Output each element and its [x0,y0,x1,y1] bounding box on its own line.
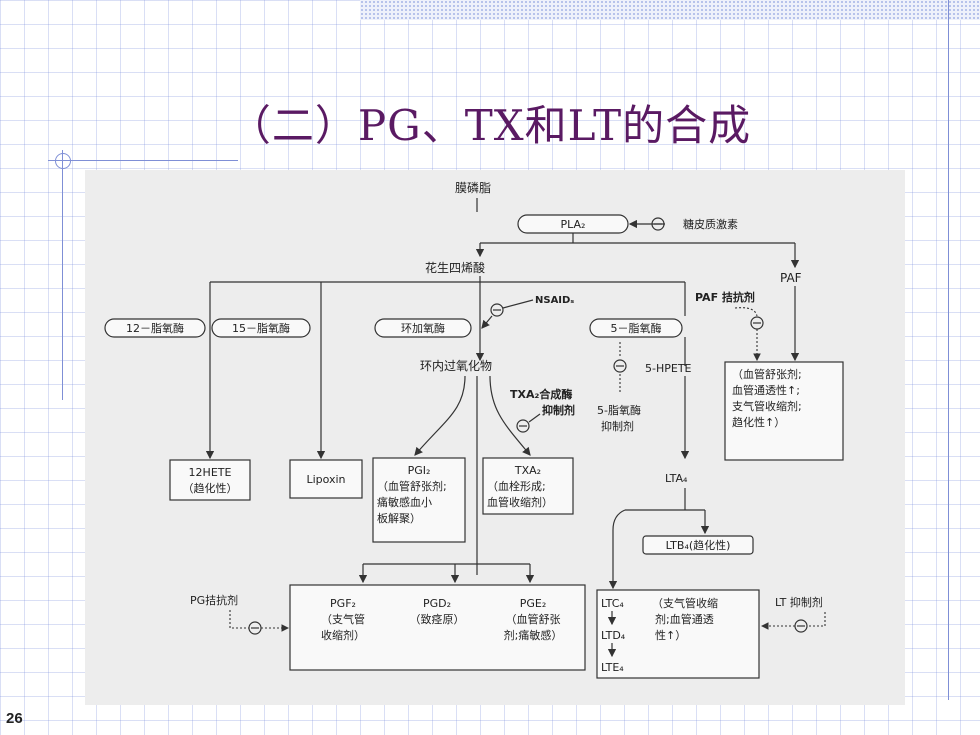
txa2-effect-line2: 血管收缩剂） [487,495,553,509]
paf-antagonist-label: PAF 拮抗剂 [695,290,755,304]
glucocorticoid-label: 糖皮质激素 [683,217,738,231]
pge2-name: PGE₂ [520,597,547,610]
lt-effect-line1: （支气管收缩 [652,596,718,610]
lox5-inhibitor-line1: 5-脂氧酶 [597,403,641,417]
cox-box [374,318,472,338]
txa2-effect-line1: （血栓形成; [487,479,546,493]
lox5-label: 5－脂氧酶 [611,321,662,335]
hpete-label: 5-HPETE [645,362,692,375]
lt-inhibitor-label: LT 抑制剂 [775,595,823,609]
nsaids-label: NSAIDₛ [535,295,574,306]
lt-inhibitor-dashed-path [807,612,826,627]
title-rule-circle-ornament [55,153,71,169]
minus-circle-lox5 [613,359,627,373]
pgf2-effect-line2: 收缩剂） [321,628,365,642]
txa2-box [482,457,574,515]
page-number: 26 [6,710,23,727]
membrane-phospholipid-label: 膜磷脂 [455,180,491,195]
txa2-inhibitor-line1: TXA₂合成酶 [510,387,572,401]
pgi2-effect-line3: 板解聚） [377,511,421,525]
pathway-diagram: 膜磷脂 PLA₂ 糖皮质激素 花生四烯酸 PAF NSAIDₛ PAF 拮抗剂 … [104,180,844,679]
minus-circle-nsaids [490,303,504,317]
hete12-box [169,459,251,501]
endoperoxide-label: 环内过氧化物 [420,359,492,373]
pge2-effect-line1: （血管舒张 [506,612,561,626]
paf-label: PAF [780,271,802,285]
paf-effect-line4: 趋化性↑） [732,415,785,429]
lox5-box [589,318,683,338]
ltc4-label: LTC₄ [601,597,624,610]
paf-effect-line3: 支气管收缩剂; [732,399,802,413]
lt-effect-line2: 剂;血管通透 [655,612,714,626]
slide-title: （二）PG、TX和LT的合成 [228,101,752,150]
ltb4-box [642,535,754,555]
txa2-inhibitor-line2: 抑制剂 [542,403,575,417]
to-pgi2-arrow [414,375,466,456]
pgd2-effect: （致痉原） [410,612,465,626]
lta4-label: LTA₄ [665,472,688,485]
to-ltc4-arrow [608,509,626,590]
hete12-name: 12HETE [189,466,232,479]
pgi2-effect-line2: 痛敏感血小 [377,495,432,509]
pathway-figure: 膜磷脂 PLA₂ 糖皮质激素 花生四烯酸 PAF NSAIDₛ PAF 拮抗剂 … [85,170,905,705]
pge2-effect-line2: 剂;痛敏感） [504,628,563,642]
minus-circle-glucocorticoid [651,217,665,231]
lipoxin-label: Lipoxin [306,473,345,486]
to-txa2-arrow [489,375,531,456]
hete12-effect: （趋化性） [183,481,238,495]
top-decorative-band [360,0,980,20]
lox15-label: 15－脂氧酶 [232,321,290,335]
lt-products-box [596,589,760,679]
paf-effect-line1: （血管舒张剂; [732,367,802,381]
pgi2-effect-line1: （血管舒张剂; [377,479,447,493]
pg-antagonist-dashed-path [229,610,249,629]
paf-effect-box [724,361,844,461]
pgd2-name: PGD₂ [423,597,451,610]
lt-effect-line3: 性↑） [655,628,686,642]
lte4-label: LTE₄ [601,661,624,674]
pgf2-effect-line1: （支气管 [321,612,365,626]
txa2-name: TXA₂ [514,464,541,477]
paf-effect-line2: 血管通透性↑; [732,383,800,397]
arachidonic-acid-label: 花生四烯酸 [425,260,485,275]
pla2-label: PLA₂ [561,218,586,231]
pg-products-box [289,584,586,671]
pgf2-name: PGF₂ [330,597,356,610]
minus-circle-txa2 [516,419,530,433]
paf-antagonist-dashed-path [734,307,758,317]
pg-antagonist-label: PG拮抗剂 [190,593,238,607]
lox5-inhibitor-line2: 抑制剂 [601,419,634,433]
txa2-inhibitor-line [528,413,541,423]
lipoxin-box [289,459,363,499]
left-vertical-rule [62,150,63,400]
title-underline-rule [48,160,238,161]
ltd4-label: LTD₄ [601,629,626,642]
pgi2-name: PGI₂ [408,464,431,477]
cox-label: 环加氧酶 [401,321,445,335]
lox12-label: 12－脂氧酶 [126,321,184,335]
right-vertical-rule [948,0,949,700]
ltb4-label: LTB₄(趋化性) [666,538,731,552]
nsaids-inhibit-arrow [481,315,493,329]
lox12-box [104,318,206,338]
nsaids-line [502,299,534,309]
lox15-box [211,318,311,338]
pgi2-box [372,457,466,543]
